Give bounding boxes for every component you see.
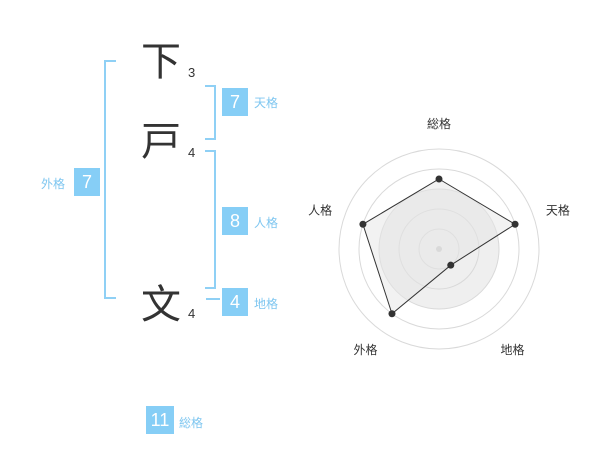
radar-point-0 — [435, 175, 443, 183]
radar-axis-label-2: 地格 — [500, 342, 524, 357]
radar-point-2 — [447, 261, 455, 269]
radar-fill-area — [362, 179, 516, 314]
radar-axis-label-0: 総格 — [427, 116, 451, 131]
radar-axis-label-4: 人格 — [308, 202, 332, 217]
soukaku-label: 総格 — [179, 416, 204, 430]
jinkaku-score-badge: 8 — [222, 207, 248, 235]
stroke-count-1: 3 — [188, 65, 196, 80]
stroke-count-2: 4 — [188, 145, 196, 160]
name-char-3: 文 — [141, 282, 181, 328]
radar-ring — [338, 148, 540, 350]
radar-series-line — [362, 178, 517, 315]
radar-axis-label-1: 天格 — [546, 202, 570, 217]
gaikaku-score-badge: 7 — [74, 168, 100, 196]
name-char-2: 戸 — [141, 119, 181, 165]
jinkaku-label: 人格 — [254, 216, 279, 230]
radar-point-3 — [388, 310, 396, 318]
chikaku-connector — [206, 298, 220, 300]
tenkaku-label: 天格 — [254, 96, 279, 110]
tenkaku-score-badge: 7 — [222, 88, 248, 116]
chikaku-label: 地格 — [254, 297, 279, 311]
chikaku-score-badge: 4 — [222, 288, 248, 316]
soukaku-score-badge: 11 — [146, 406, 174, 434]
radar-point-4 — [359, 220, 367, 228]
stroke-count-3: 4 — [188, 306, 196, 321]
gaikaku-label: 外格 — [41, 177, 66, 191]
name-char-1: 下 — [141, 39, 181, 85]
radar-ring — [358, 168, 520, 330]
radar-axis-label-3: 外格 — [354, 342, 378, 357]
radar-point-1 — [511, 220, 519, 228]
